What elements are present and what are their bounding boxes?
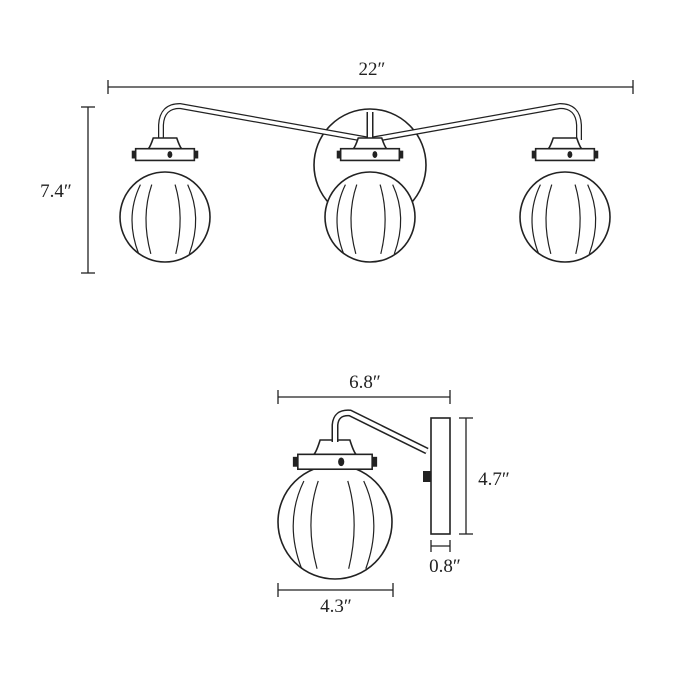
side-depth-label: 6.8″ [349, 372, 381, 393]
side-backplate [430, 417, 451, 535]
globe-side [277, 439, 393, 580]
height-dimension-line [81, 106, 95, 274]
side-shade-width-dimension-line [277, 583, 394, 597]
backplate-height-label: 4.7″ [478, 469, 510, 490]
height-label: 7.4″ [40, 181, 72, 202]
globe-right [519, 137, 611, 263]
width-label: 22″ [358, 59, 386, 80]
width-dimension-line [107, 80, 634, 94]
shade-width-label: 4.3″ [320, 596, 352, 617]
globe-center [324, 137, 416, 263]
side-backplate-height-dimension-line [459, 417, 473, 535]
globe-left [119, 137, 211, 263]
side-depth-dimension-line [277, 390, 451, 404]
side-backplate-depth-dimension-line [430, 540, 451, 552]
backplate-depth-label: 0.8″ [429, 556, 461, 577]
